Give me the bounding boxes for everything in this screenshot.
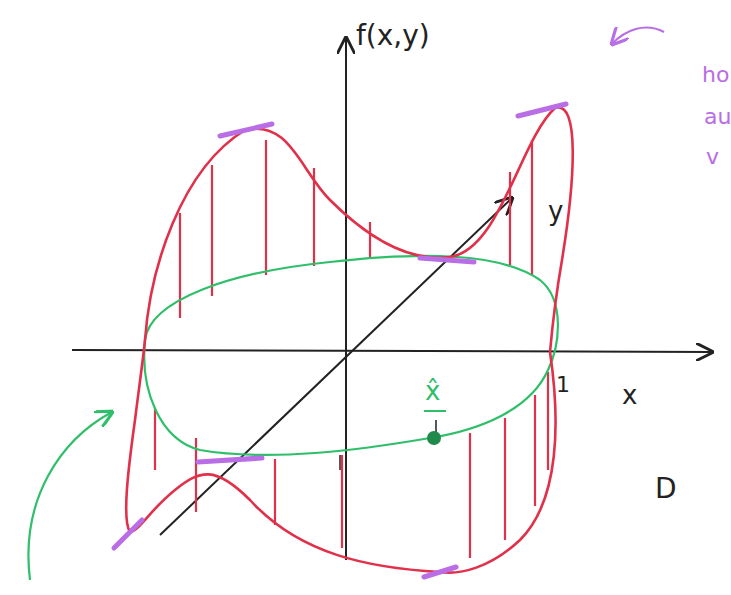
point-label: x̂: [425, 378, 440, 404]
note-text: ho: [702, 64, 729, 86]
tangent-marks: [114, 104, 566, 577]
drop-lines: [155, 140, 548, 558]
boundary-curve: [126, 107, 573, 572]
underline: [424, 410, 446, 412]
axis-label: f(x,y): [356, 22, 430, 50]
domain-label: D: [655, 475, 677, 503]
note-text: v: [706, 146, 719, 168]
tick-label: 1: [556, 374, 570, 396]
note-text: au: [704, 106, 731, 128]
domain-point: [427, 431, 441, 445]
axes: [72, 38, 712, 560]
callout-arrow: [612, 28, 664, 44]
domain-boundary: [144, 256, 558, 455]
axis-label: x: [622, 382, 637, 408]
callout-arrow: [28, 412, 112, 580]
axis-label: y: [548, 198, 563, 224]
